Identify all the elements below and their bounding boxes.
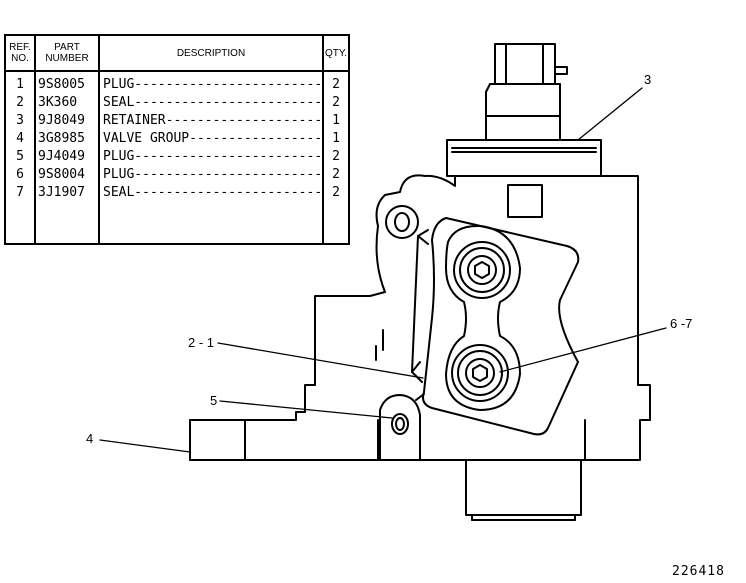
ref-no-cell: 7	[6, 184, 36, 202]
bottom-boss	[465, 459, 582, 521]
description-cell: VALVE GROUP------------------	[103, 131, 323, 146]
top-fitting	[485, 43, 568, 141]
table-filler-row	[6, 202, 348, 243]
callout-4: 4	[86, 431, 94, 446]
retainer-ring	[446, 139, 602, 177]
table-row: 7 3J1907 SEAL------------------------- 2	[6, 184, 348, 202]
leader-4	[99, 439, 191, 453]
table-row: 3 9J8049 RETAINER--------------------- 1	[6, 112, 348, 130]
part-number-cell: 9J8049	[35, 112, 100, 130]
leader-2-1	[217, 342, 424, 379]
description-cell: RETAINER---------------------	[103, 113, 323, 128]
header-description: DESCRIPTION	[99, 36, 323, 72]
table-row: 4 3G8985 VALVE GROUP------------------ 1	[6, 130, 348, 148]
qty-cell: 2	[322, 184, 348, 202]
leader-lines	[99, 87, 667, 453]
callout-5: 5	[210, 393, 218, 408]
parts-table: REF. NO. PART NUMBER DESCRIPTION QTY. 1 …	[4, 34, 350, 245]
part-number-cell: 9J4049	[35, 148, 100, 166]
ref-no-cell: 5	[6, 148, 36, 166]
callout-3: 3	[644, 72, 652, 87]
qty-cell: 2	[322, 148, 348, 166]
part-number-cell: 3K360	[35, 94, 100, 112]
description-cell: PLUG-------------------------	[103, 167, 323, 182]
ref-no-cell: 4	[6, 130, 36, 148]
part-number-cell: 9S8004	[35, 166, 100, 184]
upper-plug	[453, 241, 511, 299]
filler-cell	[6, 202, 36, 243]
header-qty: QTY.	[322, 36, 348, 72]
callout-6-7: 6 -7	[670, 316, 693, 331]
description-cell: PLUG-------------------------	[103, 77, 323, 92]
parts-table-header: REF. NO. PART NUMBER DESCRIPTION QTY.	[6, 36, 348, 72]
ref-no-cell: 6	[6, 166, 36, 184]
ref-no-cell: 2	[6, 94, 36, 112]
valve-body	[189, 174, 651, 461]
callout-2-1: 2 - 1	[188, 335, 215, 350]
lower-mounting-lug	[379, 394, 421, 461]
part-number-cell: 9S8005	[35, 71, 100, 94]
qty-cell: 2	[322, 71, 348, 94]
figure-number: 226418	[672, 564, 725, 579]
description-cell: SEAL-------------------------	[103, 95, 323, 110]
table-row: 6 9S8004 PLUG------------------------- 2	[6, 166, 348, 184]
qty-cell: 1	[322, 112, 348, 130]
filler-cell	[35, 202, 100, 243]
qty-cell: 2	[322, 166, 348, 184]
description-cell: PLUG-------------------------	[103, 149, 323, 164]
filler-cell	[322, 202, 348, 243]
ref-no-cell: 1	[6, 71, 36, 94]
header-part-number: PART NUMBER	[35, 36, 100, 72]
part-number-cell: 3G8985	[35, 130, 100, 148]
leader-3	[577, 87, 643, 141]
side-cover-plate	[411, 217, 580, 436]
filler-cell	[99, 202, 323, 243]
table-row: 5 9J4049 PLUG------------------------- 2	[6, 148, 348, 166]
header-ref-no: REF. NO.	[6, 36, 36, 72]
table-row: 2 3K360 SEAL------------------------- 2	[6, 94, 348, 112]
description-cell: SEAL-------------------------	[103, 185, 323, 200]
leader-6-7	[499, 327, 667, 373]
qty-cell: 1	[322, 130, 348, 148]
table-row: 1 9S8005 PLUG------------------------- 2	[6, 71, 348, 94]
part-number-cell: 3J1907	[35, 184, 100, 202]
upper-mounting-lug	[385, 205, 419, 239]
lower-plug	[451, 344, 509, 402]
qty-cell: 2	[322, 94, 348, 112]
ref-no-cell: 3	[6, 112, 36, 130]
leader-5	[219, 400, 393, 419]
plug-plate	[445, 224, 521, 411]
